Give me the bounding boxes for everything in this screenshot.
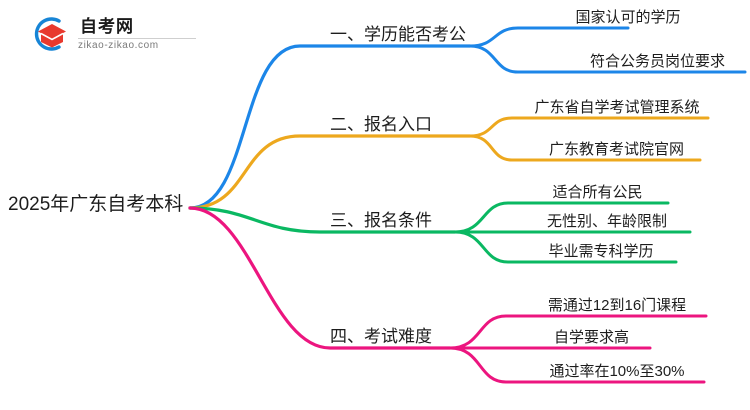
leaf-label-1-2[interactable]: 符合公务员岗位要求 xyxy=(589,53,725,70)
logo-divider xyxy=(78,37,196,39)
logo-text-block: 自考网 zikao-zikao.com xyxy=(78,14,196,54)
leaf-label-4-2[interactable]: 自学要求高 xyxy=(553,329,629,346)
branch-title-2[interactable]: 二、报名入口 xyxy=(330,115,432,134)
branch-title-3[interactable]: 三、报名条件 xyxy=(330,211,432,230)
leaf-label-2-2[interactable]: 广东教育考试院官网 xyxy=(548,141,684,158)
branch-title-1[interactable]: 一、学历能否考公 xyxy=(330,25,466,44)
site-logo[interactable]: 自考网 zikao-zikao.com xyxy=(28,12,196,56)
logo-subtitle: zikao-zikao.com xyxy=(78,39,159,51)
wire-branch-2-to-leaf-1 xyxy=(468,116,710,138)
leaf-label-3-2[interactable]: 无性别、年龄限制 xyxy=(546,213,667,230)
leaf-label-4-3[interactable]: 通过率在10%至30% xyxy=(549,363,685,380)
leaf-label-3-3[interactable]: 毕业需专科学历 xyxy=(548,243,654,260)
leaf-label-2-1[interactable]: 广东省自学考试管理系统 xyxy=(534,99,700,116)
leaf-label-1-1[interactable]: 国家认可的学历 xyxy=(575,9,681,26)
graduation-cap-icon xyxy=(28,12,72,56)
leaf-label-4-1[interactable]: 需通过12到16门课程 xyxy=(547,297,687,314)
logo-title: 自考网 xyxy=(80,16,134,36)
branch-title-4[interactable]: 四、考试难度 xyxy=(330,327,432,346)
root-node-label[interactable]: 2025年广东自考本科 xyxy=(8,194,184,215)
wire-root-to-branch-2 xyxy=(188,134,472,210)
leaf-label-3-1[interactable]: 适合所有公民 xyxy=(552,184,643,201)
wire-branch-1-to-leaf-1 xyxy=(468,26,630,48)
